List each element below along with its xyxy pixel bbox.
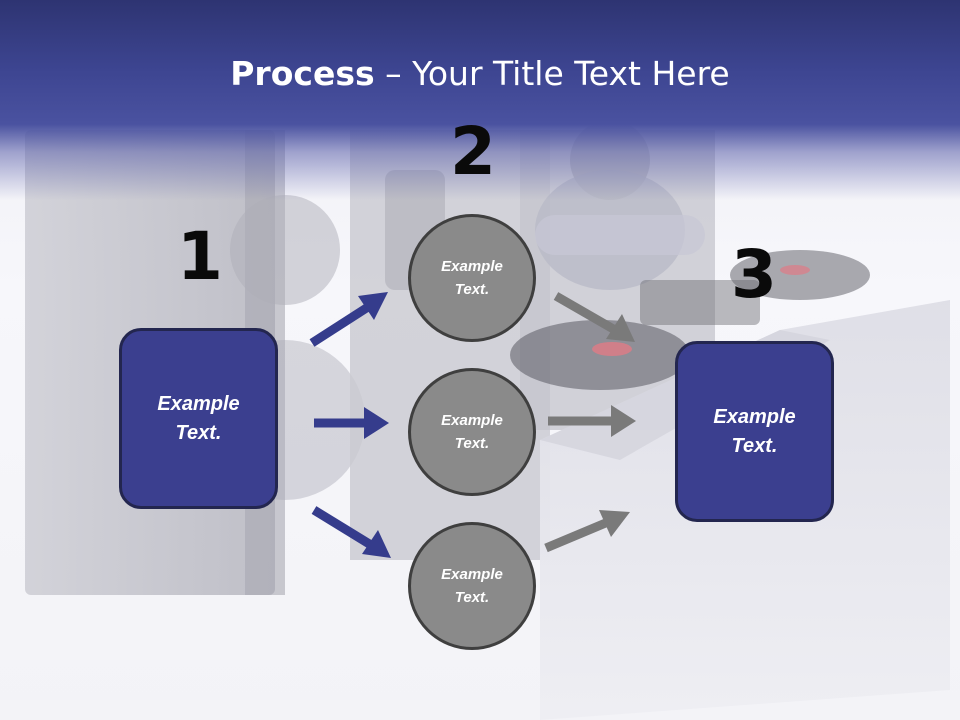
header-band [0,0,960,200]
circle-top-text: Example Text. [441,258,503,298]
arrow-blue-right [314,407,389,439]
circle-middle[interactable]: Example Text. [408,368,536,496]
step-1-text: Example Text. [157,392,240,444]
circle-middle-text: Example Text. [441,412,503,452]
circle-top[interactable]: Example Text. [408,214,536,342]
arrow-gray-down [553,292,635,342]
step-3-text: Example Text. [713,405,796,457]
step-3-box[interactable]: Example Text. [675,341,834,522]
step-number-1: 1 [177,218,223,295]
arrow-blue-down [311,506,391,558]
arrow-blue-up [309,292,388,347]
step-number-3: 3 [731,236,777,313]
slide-title: Process – Your Title Text Here [0,52,960,96]
circle-bottom-text: Example Text. [441,566,503,606]
title-rest: – Your Title Text Here [374,54,730,93]
step-number-2: 2 [450,113,496,190]
circle-bottom[interactable]: Example Text. [408,522,536,650]
title-bold: Process [230,54,375,93]
step-1-box[interactable]: Example Text. [119,328,278,509]
arrow-gray-right [548,405,636,437]
arrow-gray-up [544,510,630,553]
